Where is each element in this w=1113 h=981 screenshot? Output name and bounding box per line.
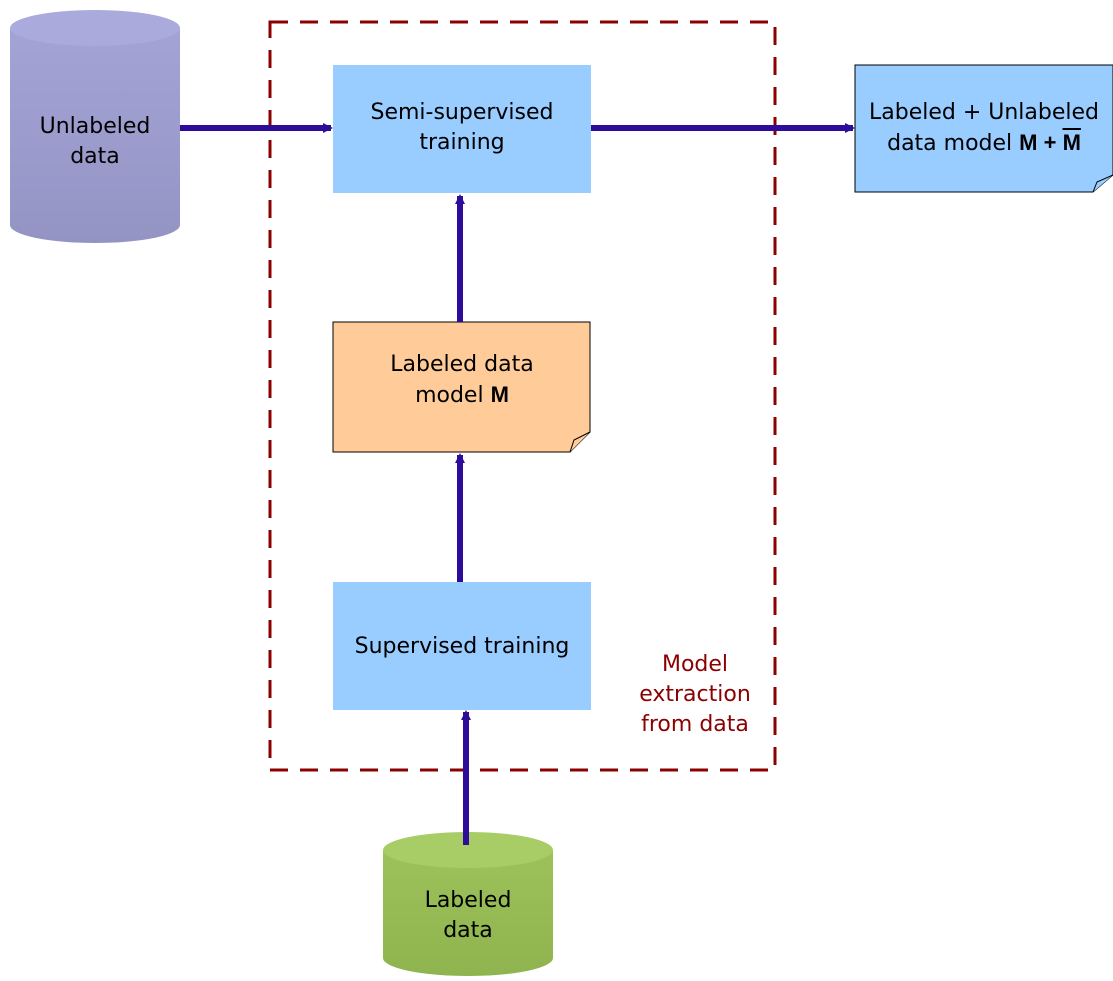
unlabeled-data-label: Unlabeled data [10, 112, 180, 172]
labeled-data-model-note [332, 321, 591, 453]
output-model-line2: data model M + M [855, 128, 1113, 159]
labeled-model-line2: model M [333, 380, 591, 411]
labeled-data-label: Labeled data [383, 886, 553, 946]
output-model-note [854, 64, 1113, 193]
unlabeled-data-line1: Unlabeled [39, 114, 151, 139]
labeled-model-line2-prefix: model [415, 383, 491, 408]
semi-supervised-label: Semi-supervised training [333, 98, 591, 158]
output-model-m-bar: M [1062, 130, 1081, 155]
labeled-model-line1: Labeled data [390, 352, 534, 377]
output-model-plus: + [1037, 130, 1063, 155]
unlabeled-data-line2: data [70, 144, 120, 169]
semi-supervised-line1: Semi-supervised [370, 100, 554, 125]
labeled-model-m: M [490, 382, 509, 407]
labeled-data-line2: data [443, 918, 493, 943]
output-model-line2-prefix: data model [887, 131, 1020, 156]
frame-caption-line3: from data [641, 712, 749, 737]
frame-caption-line1: Model [661, 652, 729, 677]
supervised-training-box [333, 582, 591, 710]
supervised-line1: Supervised training [354, 634, 570, 659]
labeled-data-cylinder [383, 832, 553, 976]
frame-caption: Model extraction from data [625, 650, 765, 740]
output-model-m: M [1019, 130, 1038, 155]
model-extraction-frame [268, 20, 777, 772]
labeled-data-line1: Labeled [424, 888, 512, 913]
semi-supervised-training-box [333, 65, 591, 193]
frame-caption-line2: extraction [639, 682, 751, 707]
output-model-line1: Labeled + Unlabeled [868, 100, 1100, 125]
semi-supervised-line2: training [419, 130, 505, 155]
supervised-label: Supervised training [333, 632, 591, 662]
unlabeled-data-cylinder [10, 10, 180, 243]
output-model-label: Labeled + Unlabeled data model M + M [855, 98, 1113, 159]
labeled-model-label: Labeled data model M [333, 350, 591, 411]
